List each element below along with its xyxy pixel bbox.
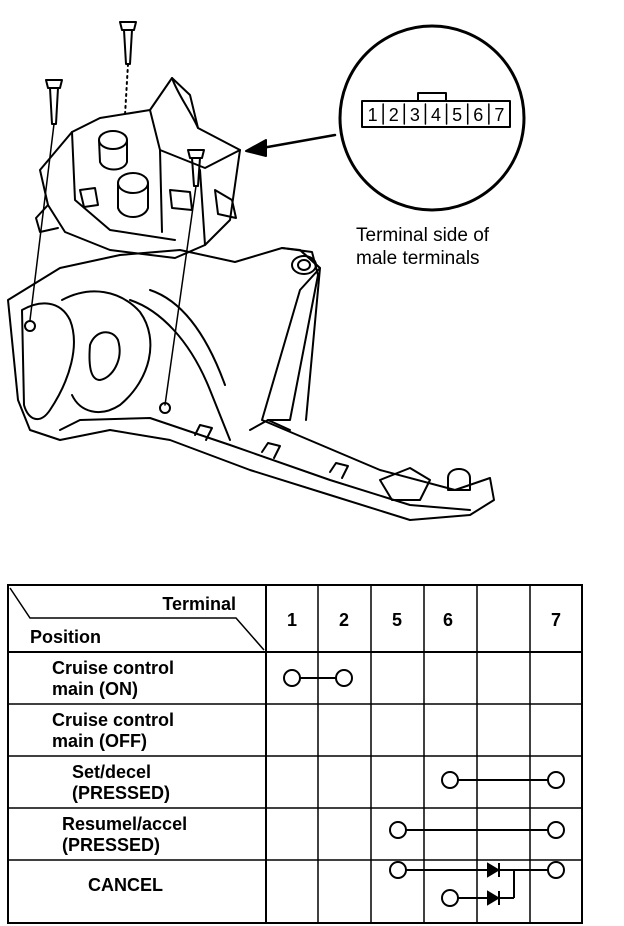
connector-pin-3: 3 bbox=[410, 105, 420, 125]
diode-symbol bbox=[487, 862, 500, 878]
row-label-main-on-line1: Cruise control bbox=[52, 658, 174, 678]
continuity-point bbox=[547, 861, 565, 879]
connector-caption-line2: male terminals bbox=[356, 248, 480, 269]
callout-arrow bbox=[245, 133, 337, 157]
connector-pin-2: 2 bbox=[389, 105, 399, 125]
continuity-point bbox=[389, 821, 407, 839]
row-label-main-off-line2: main (OFF) bbox=[52, 731, 147, 751]
row-label-resume-accel-line2: (PRESSED) bbox=[62, 835, 160, 855]
column-header-terminal-5: 5 bbox=[392, 610, 402, 630]
connector-callout bbox=[338, 24, 526, 212]
diode-symbol bbox=[487, 890, 500, 906]
connector-pin-1: 1 bbox=[368, 105, 378, 125]
row-label-main-off-line1: Cruise control bbox=[52, 710, 174, 730]
continuity-point bbox=[441, 889, 459, 907]
connector-pin-5: 5 bbox=[452, 105, 462, 125]
continuity-point bbox=[283, 669, 301, 687]
column-cover-bracket bbox=[7, 247, 495, 521]
row-label-set-decel-line1: Set/decel bbox=[72, 762, 151, 782]
table-grid bbox=[7, 584, 583, 924]
continuity-point bbox=[441, 771, 459, 789]
header-position: Position bbox=[30, 627, 101, 647]
continuity-point bbox=[335, 669, 353, 687]
header-terminal: Terminal bbox=[162, 594, 236, 614]
row-label-cancel: CANCEL bbox=[88, 875, 163, 895]
continuity-point bbox=[547, 821, 565, 839]
continuity-marks bbox=[283, 669, 565, 907]
mounting-screws bbox=[24, 21, 205, 414]
column-header-terminal-6: 6 bbox=[443, 610, 453, 630]
row-label-set-decel-line2: (PRESSED) bbox=[72, 783, 170, 803]
connector-pin-4: 4 bbox=[431, 105, 441, 125]
continuity-table: Terminal Position 1 2 5 6 7 Cruise contr… bbox=[7, 584, 583, 924]
continuity-point bbox=[547, 771, 565, 789]
column-header-terminal-2: 2 bbox=[339, 610, 349, 630]
cruise-switch-housing bbox=[35, 77, 241, 259]
connector-caption: Terminal side of male terminals bbox=[356, 224, 489, 270]
connector-caption-line1: Terminal side of bbox=[356, 225, 490, 246]
continuity-point bbox=[389, 861, 407, 879]
row-label-main-on-line2: main (ON) bbox=[52, 679, 138, 699]
row-label-resume-accel-line1: Resumel/accel bbox=[62, 814, 187, 834]
column-header-terminal-1: 1 bbox=[287, 610, 297, 630]
connector-pin-7: 7 bbox=[494, 105, 504, 125]
column-header-terminal-7: 7 bbox=[551, 610, 561, 630]
connector-pin-6: 6 bbox=[473, 105, 483, 125]
